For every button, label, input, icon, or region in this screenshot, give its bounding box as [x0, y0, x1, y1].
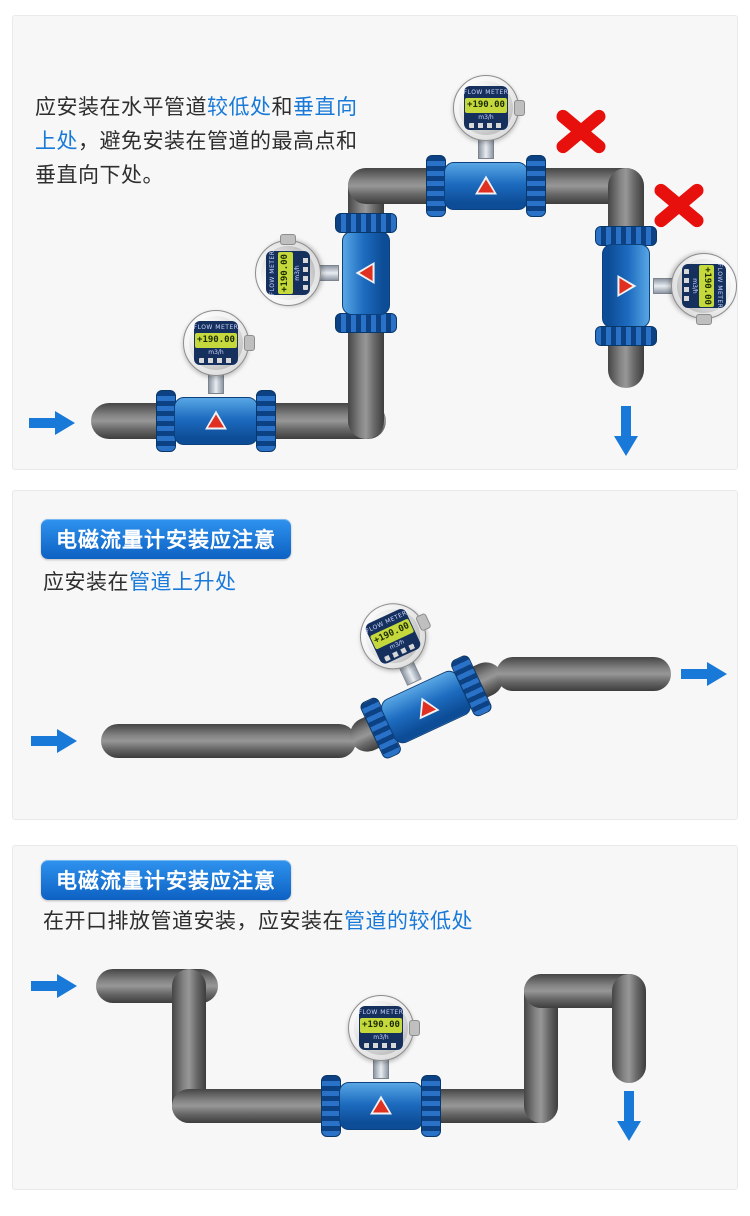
instruction-segment: 在开口排放管道安装，应安装在	[43, 909, 344, 933]
meter-lcd-value: +190.00	[278, 252, 293, 294]
meter-display-head: FLOW METER +190.00 m3/h	[671, 253, 737, 319]
instruction-highlight: 管道上升处	[129, 570, 237, 594]
meter-flange-left	[335, 313, 397, 333]
instruction-highlight: 管道的较低处	[344, 909, 473, 933]
meter-brand-label: FLOW METER	[359, 1009, 403, 1016]
note-badge: 电磁流量计安装应注意	[41, 519, 291, 559]
instruction-highlight: 较低处	[207, 95, 272, 119]
meter-lcd-unit: m3/h	[478, 114, 494, 121]
instruction-segment: ，避免安装在管道的最高点和垂直向下处。	[35, 129, 358, 187]
meter-display-head: FLOW METER +190.00 m3/h	[349, 592, 437, 681]
flow-meter: FLOW METER +190.00 m3/h	[426, 75, 546, 217]
meter-tube	[339, 1082, 423, 1130]
meter-display: FLOW METER +190.00 m3/h	[359, 1006, 403, 1050]
warning-triangle-icon	[355, 262, 375, 284]
meter-display-head: FLOW METER +190.00 m3/h	[453, 75, 519, 141]
flow-arrow-down-icon	[613, 406, 639, 456]
meter-display: FLOW METER +190.00 m3/h	[464, 86, 508, 130]
meter-body	[595, 226, 657, 346]
meter-tube	[444, 162, 528, 210]
x-mark-icon	[553, 104, 609, 160]
meter-body	[321, 1075, 441, 1137]
meter-flange-right	[421, 1075, 441, 1137]
meter-body	[358, 653, 494, 761]
x-mark-icon	[651, 178, 707, 234]
meter-display-head: FLOW METER +190.00 m3/h	[255, 240, 321, 306]
flow-meter: FLOW METER +190.00 m3/h	[156, 310, 276, 452]
pipe-segment-vertical	[612, 974, 646, 1083]
meter-display-head: FLOW METER +190.00 m3/h	[348, 995, 414, 1061]
meter-lcd-unit: m3/h	[208, 349, 224, 356]
instruction-segment: 应安装在水平管道	[35, 95, 207, 119]
flow-arrow-down-icon	[616, 1091, 642, 1141]
note-badge: 电磁流量计安装应注意	[41, 860, 291, 900]
meter-lcd-value: +190.00	[699, 265, 714, 307]
meter-lcd-unit: m3/h	[691, 278, 698, 294]
meter-lcd-value: +190.00	[195, 333, 237, 348]
instruction-text: 在开口排放管道安装，应安装在管道的较低处	[43, 904, 473, 938]
meter-flange-left	[595, 226, 657, 246]
meter-buttons	[469, 123, 503, 128]
meter-display: FLOW METER +190.00 m3/h	[363, 607, 423, 666]
meter-body	[426, 155, 546, 217]
meter-flange-right	[526, 155, 546, 217]
meter-display: FLOW METER +190.00 m3/h	[266, 251, 310, 295]
meter-lcd-unit: m3/h	[294, 265, 301, 281]
pipe-segment-horizontal	[101, 724, 356, 758]
meter-lcd-value: +190.00	[465, 98, 507, 113]
meter-flange-left	[426, 155, 446, 217]
meter-buttons	[364, 1043, 398, 1048]
meter-flange-right	[256, 390, 276, 452]
meter-brand-label: FLOW METER	[194, 324, 238, 331]
flow-meter: FLOW METER +190.00 m3/h	[321, 995, 441, 1137]
flow-arrow-right-icon	[31, 973, 77, 999]
panel-rising-pipe-rule: 电磁流量计安装应注意 应安装在管道上升处 FLOW METER +190.00 …	[12, 490, 738, 820]
instruction-highlight: 垂直向上处	[35, 95, 358, 153]
meter-flange-right	[595, 326, 657, 346]
meter-flange-left	[321, 1075, 341, 1137]
instruction-text: 应安装在水平管道较低处和垂直向上处，避免安装在管道的最高点和垂直向下处。	[35, 90, 371, 192]
meter-flange-left	[156, 390, 176, 452]
instruction-text: 应安装在管道上升处	[43, 565, 237, 599]
meter-tube	[602, 244, 650, 328]
meter-display-head: FLOW METER +190.00 m3/h	[183, 310, 249, 376]
meter-buttons	[684, 269, 689, 303]
meter-brand-label: FLOW METER	[464, 89, 508, 96]
meter-flange-right	[335, 213, 397, 233]
meter-display: FLOW METER +190.00 m3/h	[194, 321, 238, 365]
instruction-segment: 和	[271, 95, 293, 119]
flow-meter: FLOW METER +190.00 m3/h	[595, 226, 737, 346]
pipe-segment-horizontal	[496, 657, 671, 691]
panel-open-discharge-rule: 电磁流量计安装应注意 在开口排放管道安装，应安装在管道的较低处 FLOW MET…	[12, 845, 738, 1190]
warning-triangle-icon	[475, 175, 497, 195]
warning-triangle-icon	[411, 692, 440, 720]
flow-meter: FLOW METER +190.00 m3/h	[255, 213, 397, 333]
meter-body	[335, 213, 397, 333]
meter-brand-label: FLOW METER	[269, 251, 276, 295]
warning-triangle-icon	[205, 410, 227, 430]
meter-tube	[342, 231, 390, 315]
meter-tube	[174, 397, 258, 445]
meter-lcd-value: +190.00	[360, 1018, 402, 1033]
meter-buttons	[303, 256, 308, 290]
flow-arrow-right-icon	[31, 728, 77, 754]
meter-body	[156, 390, 276, 452]
meter-brand-label: FLOW METER	[716, 264, 723, 308]
warning-triangle-icon	[370, 1095, 392, 1115]
warning-triangle-icon	[617, 275, 637, 297]
instruction-segment: 应安装在	[43, 570, 129, 594]
meter-buttons	[199, 358, 233, 363]
meter-display: FLOW METER +190.00 m3/h	[682, 264, 726, 308]
meter-lcd-unit: m3/h	[373, 1034, 389, 1041]
panel-horizontal-pipe-rules: 应安装在水平管道较低处和垂直向上处，避免安装在管道的最高点和垂直向下处。 FLO…	[12, 15, 738, 470]
flow-arrow-right-icon	[681, 661, 727, 687]
flow-arrow-right-icon	[29, 410, 75, 436]
